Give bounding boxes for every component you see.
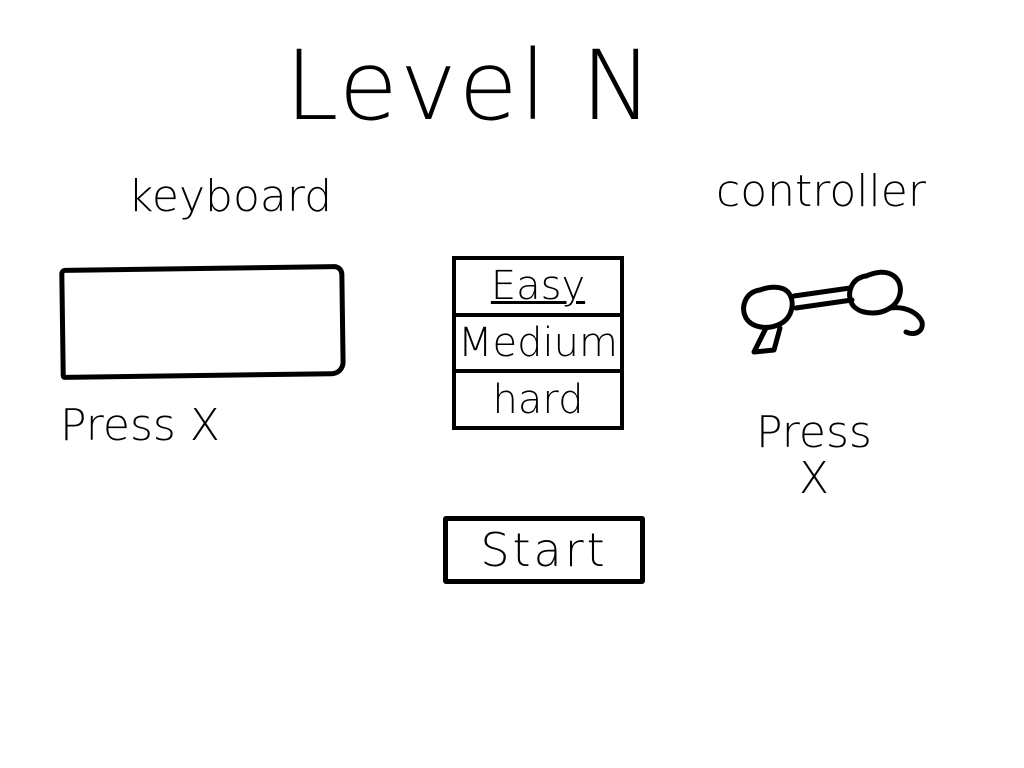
controller-hint: Press X: [756, 407, 872, 505]
difficulty-option-label: Medium: [458, 320, 618, 366]
page-title: Level N: [285, 30, 655, 142]
difficulty-option-label: Easy: [490, 263, 586, 310]
difficulty-option-medium[interactable]: Medium: [456, 312, 620, 370]
start-button[interactable]: Start: [443, 516, 645, 584]
keyboard-input-box[interactable]: [59, 264, 346, 380]
keyboard-label: keyboard: [128, 171, 333, 222]
controller-label: controller: [716, 166, 926, 217]
difficulty-selector[interactable]: Easy Medium hard: [452, 256, 624, 430]
difficulty-option-label: hard: [492, 376, 584, 423]
difficulty-option-hard[interactable]: hard: [456, 369, 620, 426]
keyboard-hint: Press X: [60, 400, 220, 451]
difficulty-option-easy[interactable]: Easy: [456, 260, 620, 313]
gamepad-icon: [741, 269, 925, 355]
